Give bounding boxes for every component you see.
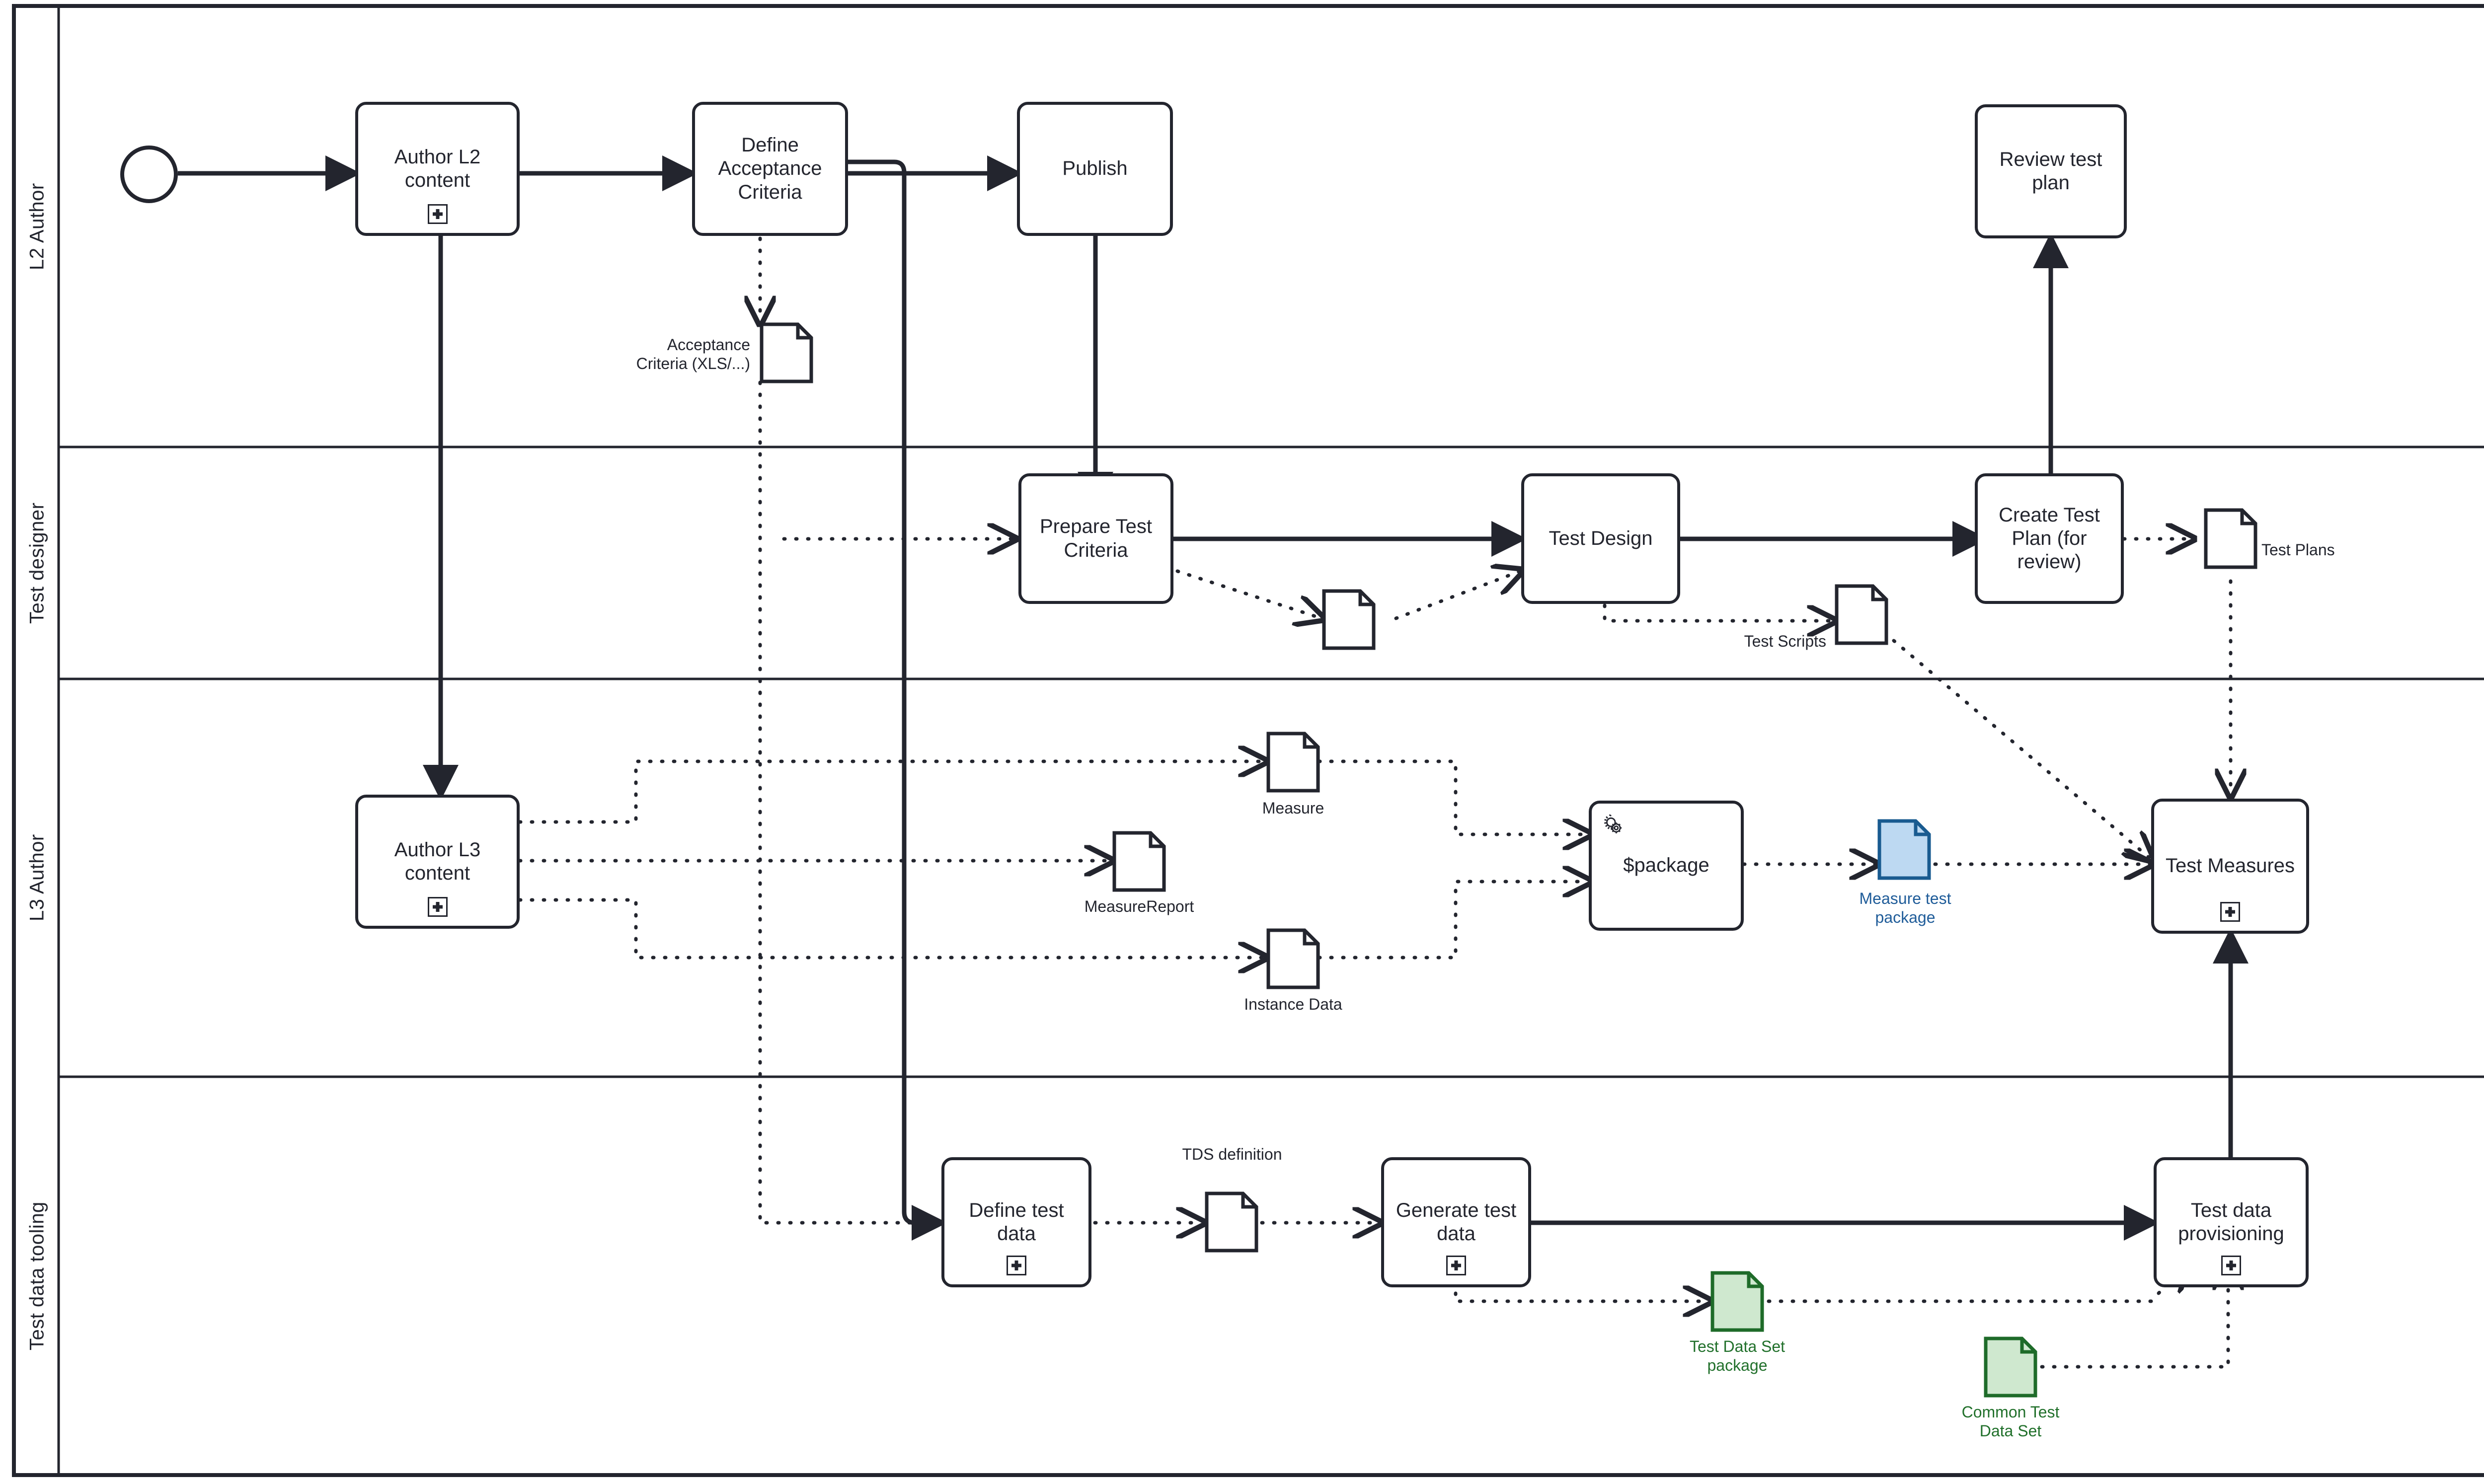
data-object-test-data-set-package[interactable] [1710, 1270, 1765, 1333]
data-object-label-measure-report: MeasureReport [1084, 897, 1194, 915]
task-label: Author L3 content [394, 838, 481, 884]
task-author-l3-content[interactable]: Author L3 content [355, 795, 520, 929]
task-create-test-plan[interactable]: Create Test Plan (for review) [1975, 473, 2124, 604]
pool-border [12, 4, 2484, 1477]
assoc-author-l3-to-instance-data [518, 898, 1264, 958]
data-object-label-measure-test-package: Measure test package [1859, 890, 1951, 927]
task-test-data-provisioning[interactable]: Test data provisioning [2154, 1157, 2309, 1287]
lane-label-test-data-tooling: Test data tooling [26, 1201, 48, 1350]
lane-label-l2-author: L2 Author [26, 183, 48, 270]
task-label: Test Measures [2165, 855, 2295, 877]
assoc-measure-to-package [1317, 759, 1589, 834]
sub-process-marker-icon [1446, 1256, 1466, 1275]
task-test-design[interactable]: Test Design [1521, 473, 1680, 604]
task-label: $package [1623, 854, 1709, 877]
task-label: Test Design [1549, 527, 1653, 549]
data-object-measure[interactable] [1266, 731, 1320, 793]
task-prepare-test-criteria[interactable]: Prepare Test Criteria [1018, 473, 1173, 604]
flow-define-ac-to-define-test-data [848, 159, 947, 1241]
assoc-author-l3-to-measure [518, 761, 1264, 824]
task-define-test-data[interactable]: Define test data [941, 1157, 1091, 1287]
data-object-label-test-plans: Test Plans [2261, 541, 2335, 559]
assoc-prepare-to-test-criteria-doc [1175, 569, 1321, 618]
sub-process-marker-icon [427, 204, 448, 224]
assoc-tds-package-to-provisioning [1767, 1264, 2186, 1303]
lane-dividers [59, 445, 2484, 1078]
data-associations [518, 236, 2231, 1369]
sub-process-marker-icon [2220, 902, 2240, 922]
data-object-test-criteria-doc[interactable] [1321, 589, 1376, 651]
task-test-measures[interactable]: Test Measures [2151, 799, 2309, 934]
data-object-label-tds-definition: TDS definition [1182, 1145, 1282, 1163]
data-object-acceptance-criteria[interactable] [759, 322, 814, 384]
data-object-common-test-data-set[interactable] [1983, 1336, 2038, 1398]
task-package[interactable]: $package [1589, 801, 1744, 931]
data-object-test-scripts[interactable] [1834, 584, 1889, 646]
task-publish[interactable]: Publish [1017, 102, 1173, 236]
assoc-test-scripts-to-test-measures [1892, 639, 2151, 859]
sub-process-marker-icon [2221, 1256, 2241, 1275]
assoc-instance-data-to-package [1317, 882, 1589, 960]
sub-process-marker-icon [1007, 1256, 1026, 1275]
service-gear-icon [1604, 814, 1622, 833]
assoc-test-design-to-test-scripts [1603, 592, 1833, 621]
data-object-tds-definition[interactable] [1204, 1191, 1259, 1253]
task-label: Create Test Plan (for review) [1999, 504, 2100, 573]
data-object-measure-test-package[interactable] [1877, 818, 1932, 881]
assoc-test-criteria-doc-to-test-design [1394, 571, 1520, 620]
task-label: Review test plan [1999, 148, 2102, 194]
data-object-label-acceptance-criteria: Acceptance Criteria (XLS/...) [636, 336, 750, 373]
data-object-measure-report[interactable] [1112, 830, 1166, 892]
start-event[interactable] [118, 144, 180, 205]
task-label: Author L2 content [394, 146, 481, 191]
assoc-acceptance-criteria-to-define-test-data [758, 380, 933, 1225]
task-label: Publish [1062, 157, 1128, 180]
task-label: Prepare Test Criteria [1039, 516, 1153, 561]
assoc-common-tds-to-provisioning [2040, 1264, 2228, 1369]
data-object-label-measure: Measure [1262, 799, 1324, 817]
data-object-label-instance-data: Instance Data [1244, 995, 1342, 1013]
lane-label-l3-author: L3 Author [26, 834, 48, 922]
task-label: Define test data [969, 1199, 1064, 1245]
task-label: Test data provisioning [2178, 1199, 2284, 1245]
task-generate-test-data[interactable]: Generate test data [1381, 1157, 1531, 1287]
task-label: Generate test data [1396, 1199, 1517, 1245]
data-object-label-test-scripts: Test Scripts [1744, 632, 1826, 650]
task-label: Define Acceptance Criteria [718, 134, 822, 203]
data-object-label-common-test-data-set: Common Test Data Set [1961, 1403, 2060, 1440]
task-define-acceptance-criteria[interactable]: Define Acceptance Criteria [692, 102, 848, 236]
task-review-test-plan[interactable]: Review test plan [1975, 104, 2127, 238]
sub-process-marker-icon [427, 897, 448, 917]
lane-label-test-designer: Test designer [26, 502, 48, 624]
sequence-flows [178, 155, 2249, 1241]
data-object-label-test-data-set-package: Test Data Set package [1689, 1337, 1785, 1375]
data-object-test-plans[interactable] [2203, 508, 2258, 570]
task-author-l2-content[interactable]: Author L2 content [355, 102, 520, 236]
data-object-instance-data[interactable] [1266, 928, 1320, 990]
